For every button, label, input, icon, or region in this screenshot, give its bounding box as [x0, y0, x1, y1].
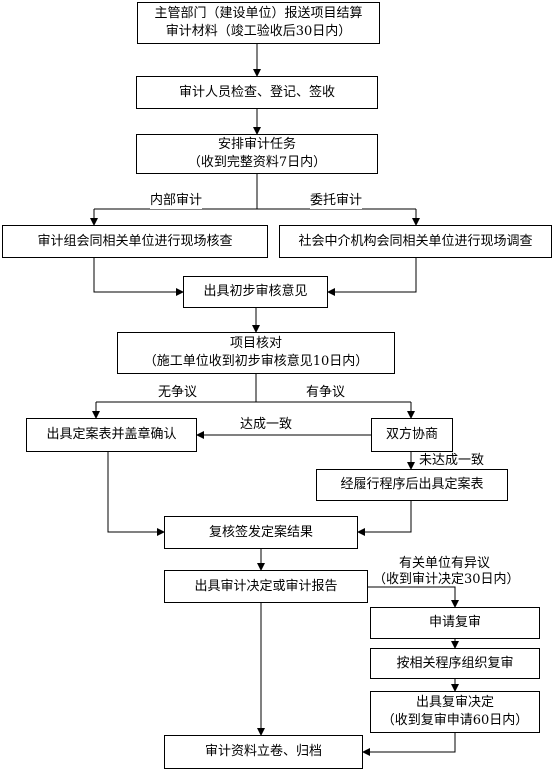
node-issue-confirm-line1: 出具定案表并盖章确认: [46, 427, 177, 442]
edge-decision-to-reexam: [368, 586, 459, 608]
node-review-issue: 复核签发定案结果: [164, 516, 358, 549]
label-objection-line2: （收到审计决定30日内）: [373, 572, 520, 587]
edge-final-to-review: [357, 501, 412, 536]
node-submit-materials: 主管部门（建设单位）报送项目结算 审计材料（竣工验收后30日内）: [137, 2, 380, 44]
node-agency-investigation: 社会中介机构会同相关单位进行现场调查: [279, 225, 552, 258]
node-reexam-decision-line1: 出具复审决定: [415, 695, 494, 710]
node-internal-inspection: 审计组会同相关单位进行现场核查: [2, 225, 268, 258]
node-audit-decision: 出具审计决定或审计报告: [164, 570, 368, 603]
node-project-verify-line2: （施工单位收到初步审核意见10日内）: [143, 354, 369, 369]
node-internal-inspection-line1: 审计组会同相关单位进行现场核查: [37, 233, 233, 249]
node-final-form: 经履行程序后出具定案表: [316, 469, 508, 501]
node-negotiation: 双方协商: [371, 418, 453, 452]
node-submit-materials-line2: 审计材料（竣工验收后30日内）: [165, 24, 352, 39]
edge-redecision-to-archive: [362, 733, 456, 756]
node-submit-materials-line1: 主管部门（建设单位）报送项目结算: [154, 6, 363, 21]
node-reexam-decision: 出具复审决定 （收到复审申请60日内）: [370, 691, 540, 733]
node-preliminary-opinion-line1: 出具初步审核意见: [203, 284, 308, 299]
label-dispute: 有争议: [306, 385, 346, 401]
edge-confirm-to-review: [107, 452, 165, 536]
node-project-verify-line1: 项目核对: [229, 336, 282, 351]
node-organize-reexam-line1: 按相关程序组织复审: [396, 655, 514, 671]
label-internal-audit: 内部审计: [150, 193, 203, 209]
node-assign-task-line2: （收到完整资料7日内）: [187, 155, 327, 170]
node-apply-reexam-line1: 申请复审: [428, 615, 481, 630]
node-archive-line1: 审计资料立卷、归档: [204, 744, 322, 759]
node-assign-task-line1: 安排审计任务: [217, 137, 296, 152]
node-agency-investigation-line1: 社会中介机构会同相关单位进行现场调查: [298, 233, 533, 249]
node-project-verify: 项目核对 （施工单位收到初步审核意见10日内）: [117, 332, 395, 374]
label-objection-line1: 有关单位有异议: [399, 556, 491, 571]
node-negotiation-line1: 双方协商: [385, 427, 438, 442]
edge-internal-to-opinion: [93, 258, 184, 296]
label-agreed: 达成一致: [240, 417, 293, 432]
label-entrusted-audit: 委托审计: [310, 193, 363, 209]
node-audit-decision-line1: 出具审计决定或审计报告: [194, 578, 338, 594]
node-archive: 审计资料立卷、归档: [164, 735, 363, 769]
label-no-dispute: 无争议: [158, 385, 198, 401]
node-issue-confirm: 出具定案表并盖章确认: [26, 418, 197, 452]
node-check-register-line1: 审计人员检查、登记、签收: [178, 84, 335, 100]
node-organize-reexam: 按相关程序组织复审: [370, 648, 540, 679]
node-review-issue-line1: 复核签发定案结果: [208, 524, 313, 540]
node-assign-task: 安排审计任务 （收到完整资料7日内）: [136, 134, 378, 174]
node-reexam-decision-line2: （收到复审申请60日内）: [381, 713, 529, 728]
node-preliminary-opinion: 出具初步审核意见: [183, 276, 328, 308]
node-check-register: 审计人员检查、登记、签收: [136, 76, 378, 109]
node-apply-reexam: 申请复审: [370, 607, 540, 639]
node-final-form-line1: 经履行程序后出具定案表: [340, 477, 484, 492]
edge-entrusted-to-opinion: [327, 258, 417, 296]
label-not-agreed: 未达成一致: [419, 453, 485, 468]
